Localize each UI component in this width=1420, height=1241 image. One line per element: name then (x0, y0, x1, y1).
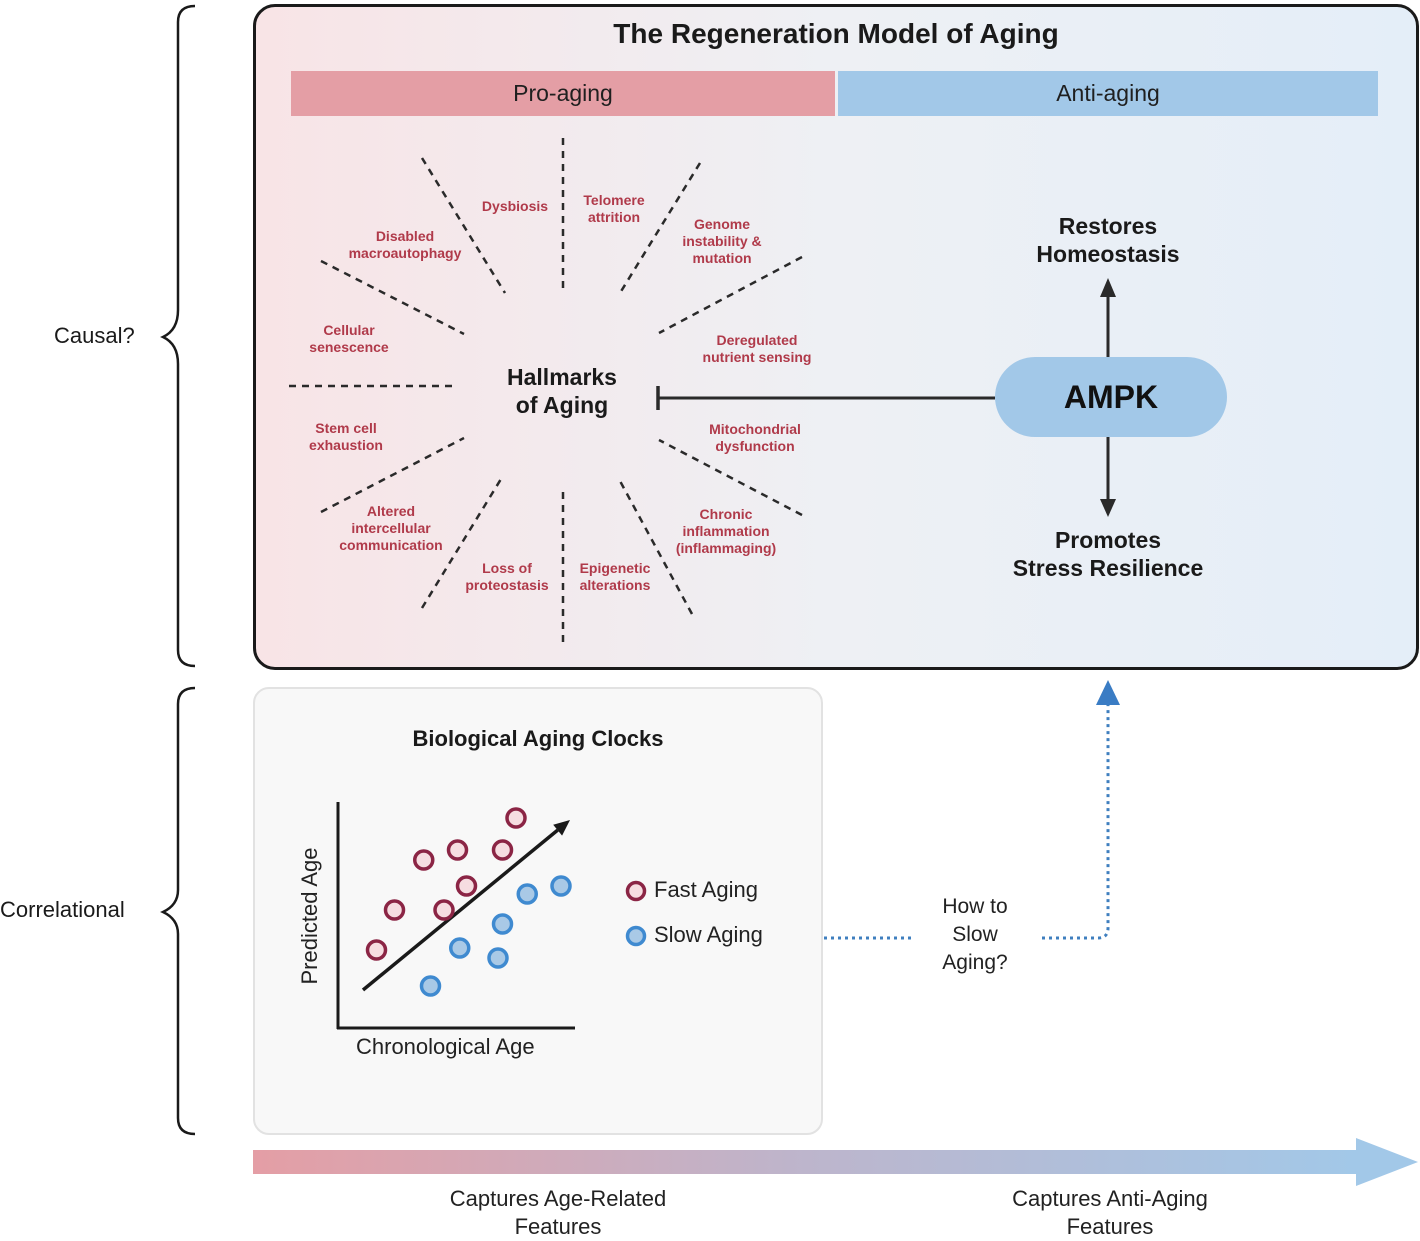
captures-anti-aging-label: Captures Anti-Aging Features (1012, 1186, 1208, 1239)
fast-aging-point (491, 839, 514, 861)
dotted-connector-right (1042, 705, 1110, 940)
slow-aging-point (516, 883, 538, 905)
y-axis-label: Predicted Age (297, 847, 322, 985)
captures-age-related-label: Captures Age-Related Features (449, 1186, 667, 1239)
slow-aging-point (487, 947, 509, 969)
fast-aging-point (433, 899, 455, 921)
legend-slow-aging: Slow Aging (654, 922, 763, 947)
spoke (320, 436, 465, 514)
hallmarks-of-aging-label: Hallmarks of Aging (507, 364, 617, 418)
fast-aging-point (455, 875, 478, 897)
bottom-axis-head (1356, 1138, 1418, 1186)
trend-arrow-head (553, 820, 570, 836)
fast-aging-point (383, 899, 406, 921)
spoke (320, 259, 465, 336)
hallmark-dysbiosis: Dysbiosis (481, 198, 549, 214)
legend-marker-slow-aging (625, 925, 647, 947)
legend-fast-aging: Fast Aging (654, 877, 758, 902)
arrow-down-head (1100, 499, 1116, 517)
legend-marker-fast-aging (625, 880, 647, 902)
slow-aging-point (550, 875, 572, 897)
slow-aging-point (491, 913, 514, 935)
x-axis-label: Chronological Age (356, 1034, 535, 1059)
dotted-arrow-head (1096, 680, 1120, 705)
promotes-stress-resilience-label: Promotes Stress Resilience (1012, 527, 1204, 581)
bottom-axis-bar (253, 1150, 1358, 1174)
pro-aging-header: Pro-aging (291, 71, 835, 116)
arrow-up-head (1100, 278, 1116, 297)
trend-arrow-line (361, 828, 559, 992)
spoke (420, 157, 507, 294)
aging-clocks-panel (253, 687, 823, 1135)
causal-label: Causal? (54, 323, 135, 348)
fast-aging-point (446, 839, 469, 861)
fast-aging-point (413, 849, 435, 871)
spoke (658, 438, 803, 517)
spoke (658, 255, 803, 335)
slow-aging-point (449, 937, 471, 959)
how-to-slow-aging-label: How to Slow Aging? (942, 895, 1008, 974)
correlational-label: Correlational (0, 897, 125, 922)
restores-homeostasis-label: Restores Homeostasis (1036, 213, 1180, 267)
fast-aging-point (505, 807, 527, 829)
slow-aging-point (419, 975, 442, 997)
aging-clocks-title: Biological Aging Clocks (412, 726, 664, 751)
model-title: The Regeneration Model of Aging (613, 18, 1059, 49)
ampk-node: AMPK (995, 357, 1227, 437)
causal-brace (160, 4, 196, 668)
anti-aging-header: Anti-aging (838, 71, 1378, 116)
fast-aging-point (365, 939, 388, 961)
correlational-brace (160, 686, 196, 1136)
